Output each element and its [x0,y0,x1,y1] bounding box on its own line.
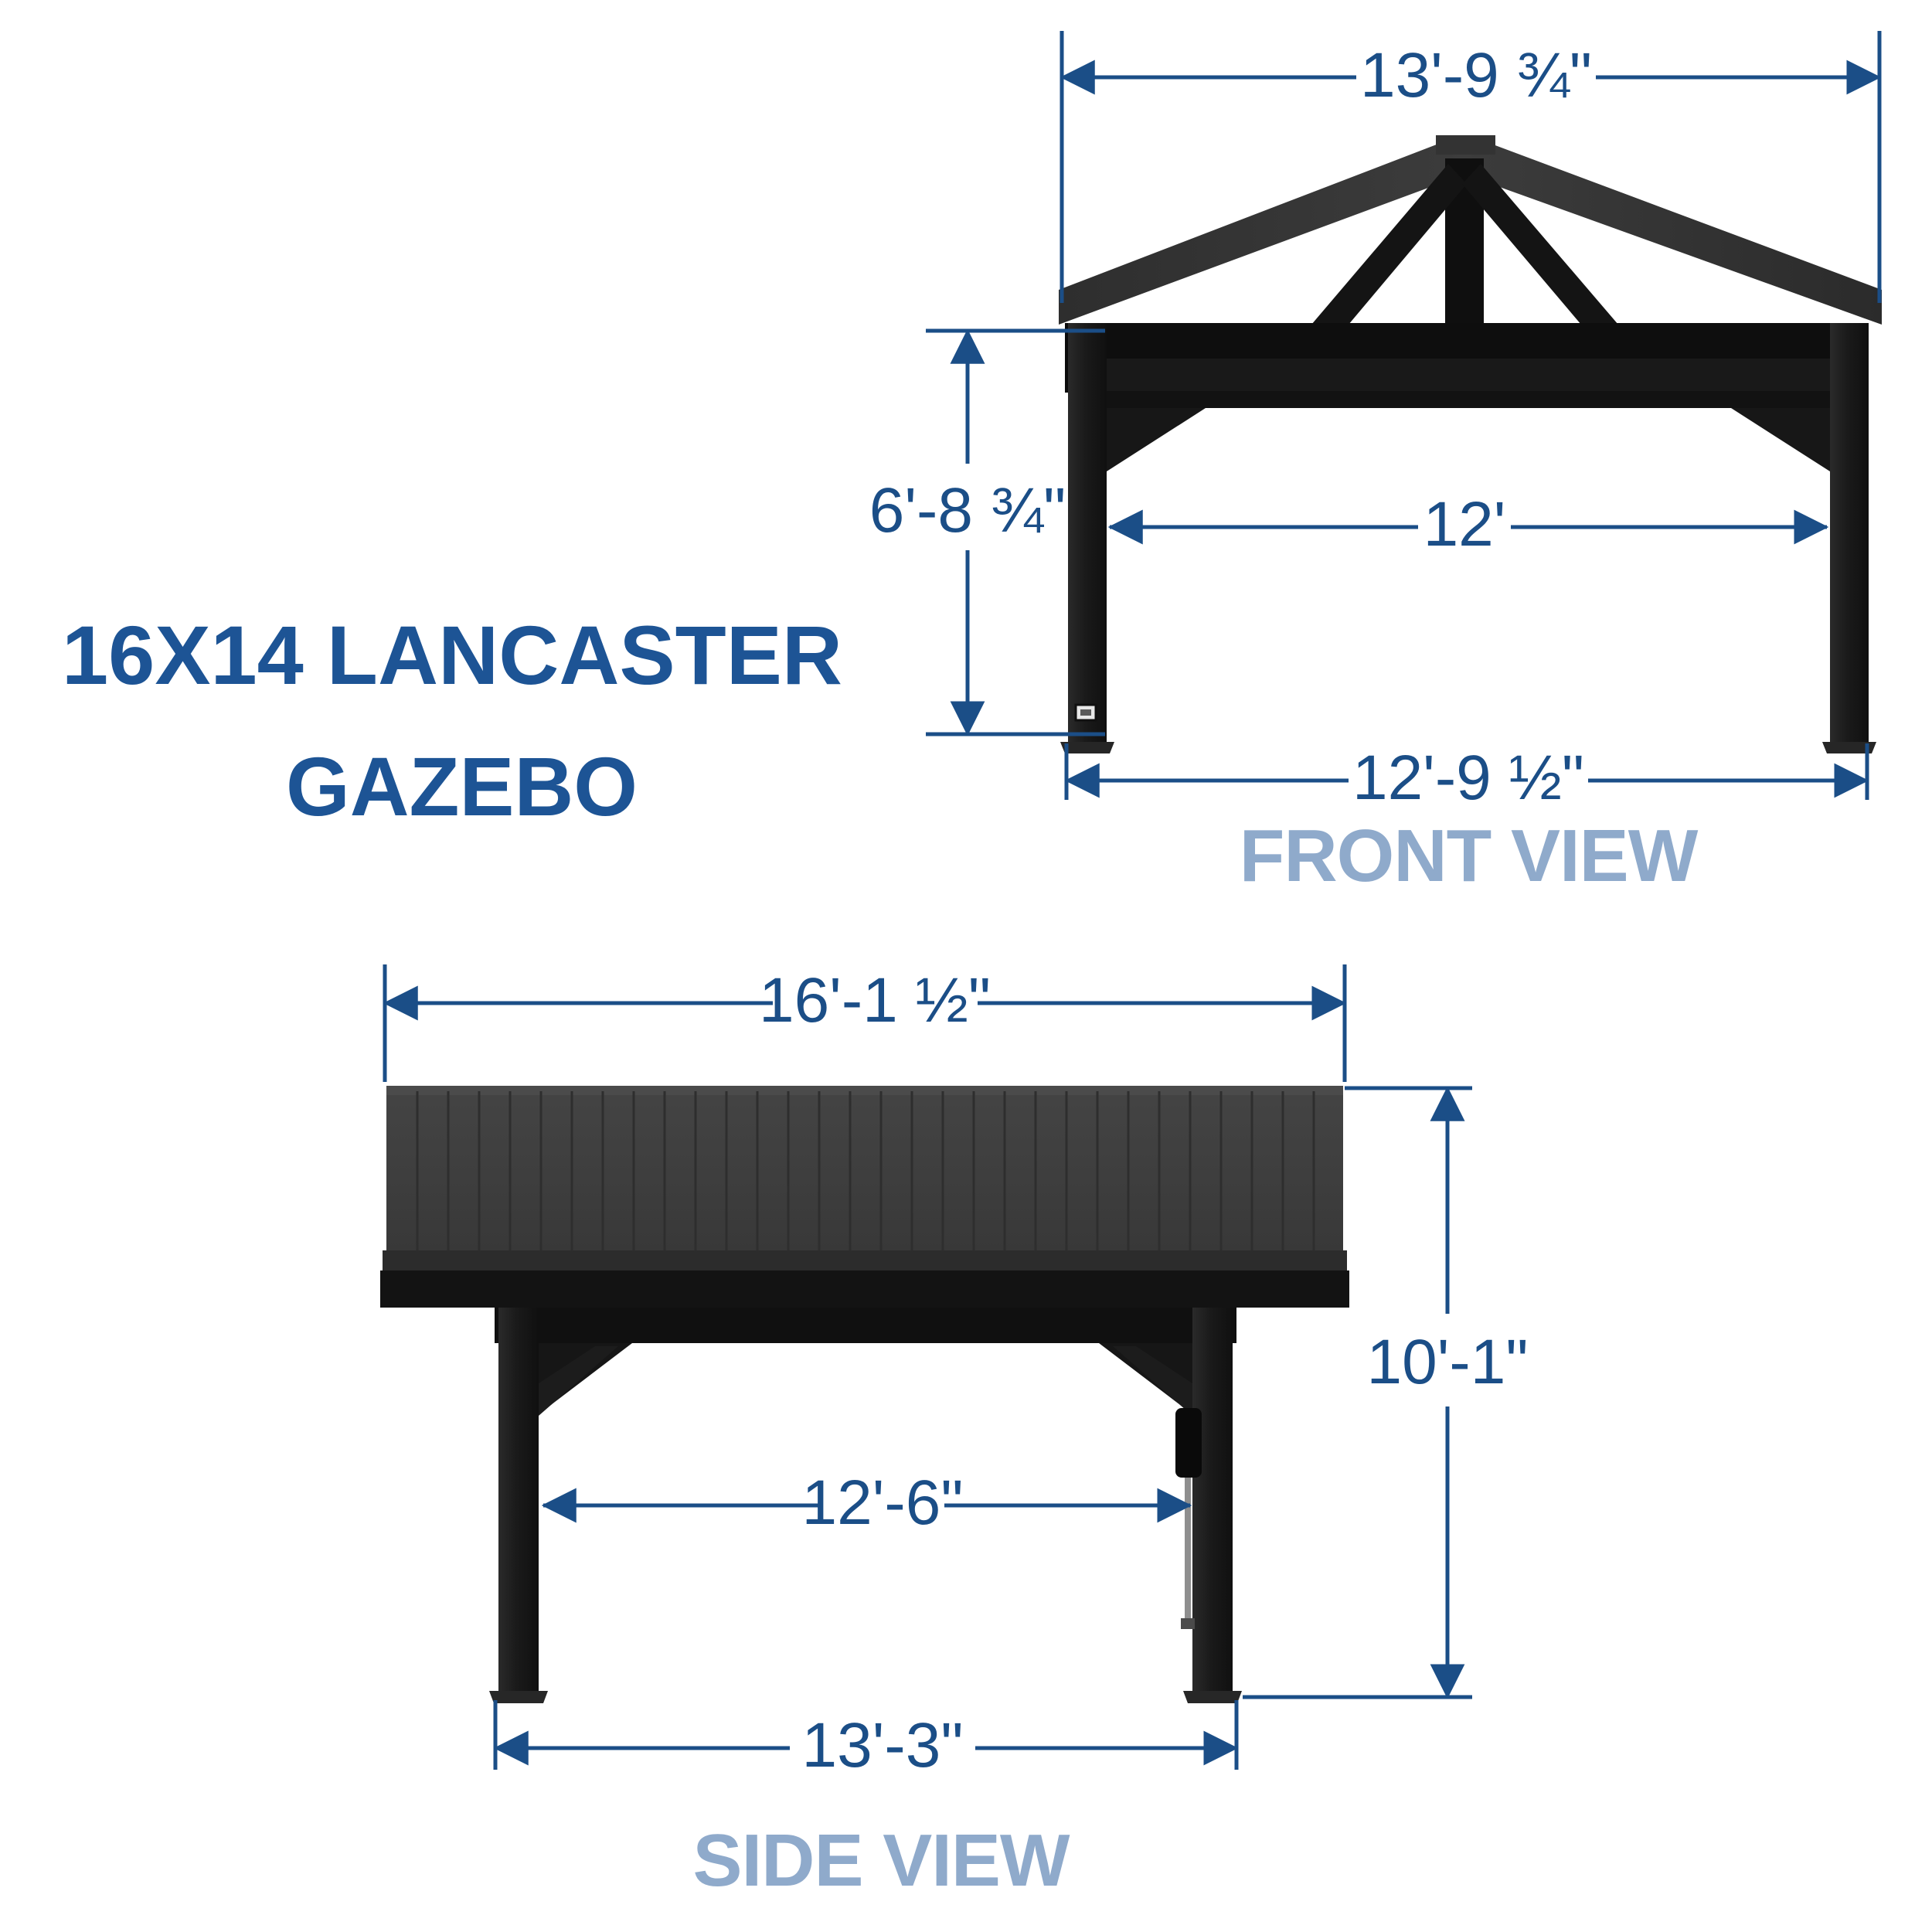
front-roof-right-slope [1457,135,1882,325]
front-view-label: FRONT VIEW [1240,815,1699,897]
front-roof-left-slope [1059,135,1472,325]
front-header-beam-upper [1080,323,1853,359]
dim-label-side-inner-span: 12'-6" [802,1468,964,1538]
side-roof-drip-edge [383,1250,1347,1270]
front-header-beam-lower [1080,359,1853,391]
side-knee-brace-right [1099,1343,1192,1414]
side-post-hardware-block [1175,1408,1202,1478]
front-roof-ridge [1436,135,1495,155]
front-view-dimensions [926,31,1882,800]
dim-label-front-post-height: 6'-8 ¾" [869,475,1066,546]
front-post-base-right [1822,742,1876,753]
front-fascia-band [1080,391,1853,408]
side-post-hardware-rod [1185,1478,1191,1624]
side-post-base-right [1183,1691,1242,1703]
side-roof-top-edge [386,1086,1343,1095]
side-post-base-left [489,1691,548,1703]
side-post-left [498,1308,539,1694]
truss-right-diagonal [1462,164,1618,325]
side-knee-brace-left-thick [539,1346,618,1416]
front-post-hardware-tag-inner [1080,709,1091,716]
truss-left-diagonal [1311,164,1467,325]
side-view-label: SIDE VIEW [692,1819,1070,1902]
dim-label-side-outer-span: 13'-3" [802,1710,964,1781]
front-post-base-left [1060,742,1114,753]
truss-king-post [1445,158,1484,325]
front-knee-brace-right [1731,408,1830,471]
dim-label-front-outer-span: 12'-9 ½" [1352,743,1584,813]
side-roof-seams [416,1091,1315,1250]
side-roof-panel [386,1086,1343,1252]
side-fascia-band [380,1270,1349,1308]
page-title-line1: 16X14 LANCASTER [62,608,842,702]
front-post-left [1068,323,1107,746]
page-title-line2: GAZEBO [286,740,638,833]
side-knee-brace-right-thick [1113,1346,1192,1416]
side-post-right [1192,1308,1233,1694]
dim-label-front-roof-width: 13'-9 ¾" [1360,40,1592,111]
front-post-right [1830,323,1869,746]
side-header-beam [495,1308,1236,1343]
front-knee-brace-left-fill [1107,408,1206,471]
side-view-dimensions [383,964,1472,1770]
side-post-hardware-rod-cap [1181,1618,1195,1629]
dim-label-side-roof-length: 16'-1 ½" [759,965,991,1036]
dim-label-front-inner-span: 12' [1423,489,1506,560]
side-view-graphic [380,1086,1349,1703]
side-knee-brace-left [539,1343,632,1414]
dim-label-side-overall-height: 10'-1" [1367,1327,1529,1397]
front-view-graphic [1059,135,1882,753]
